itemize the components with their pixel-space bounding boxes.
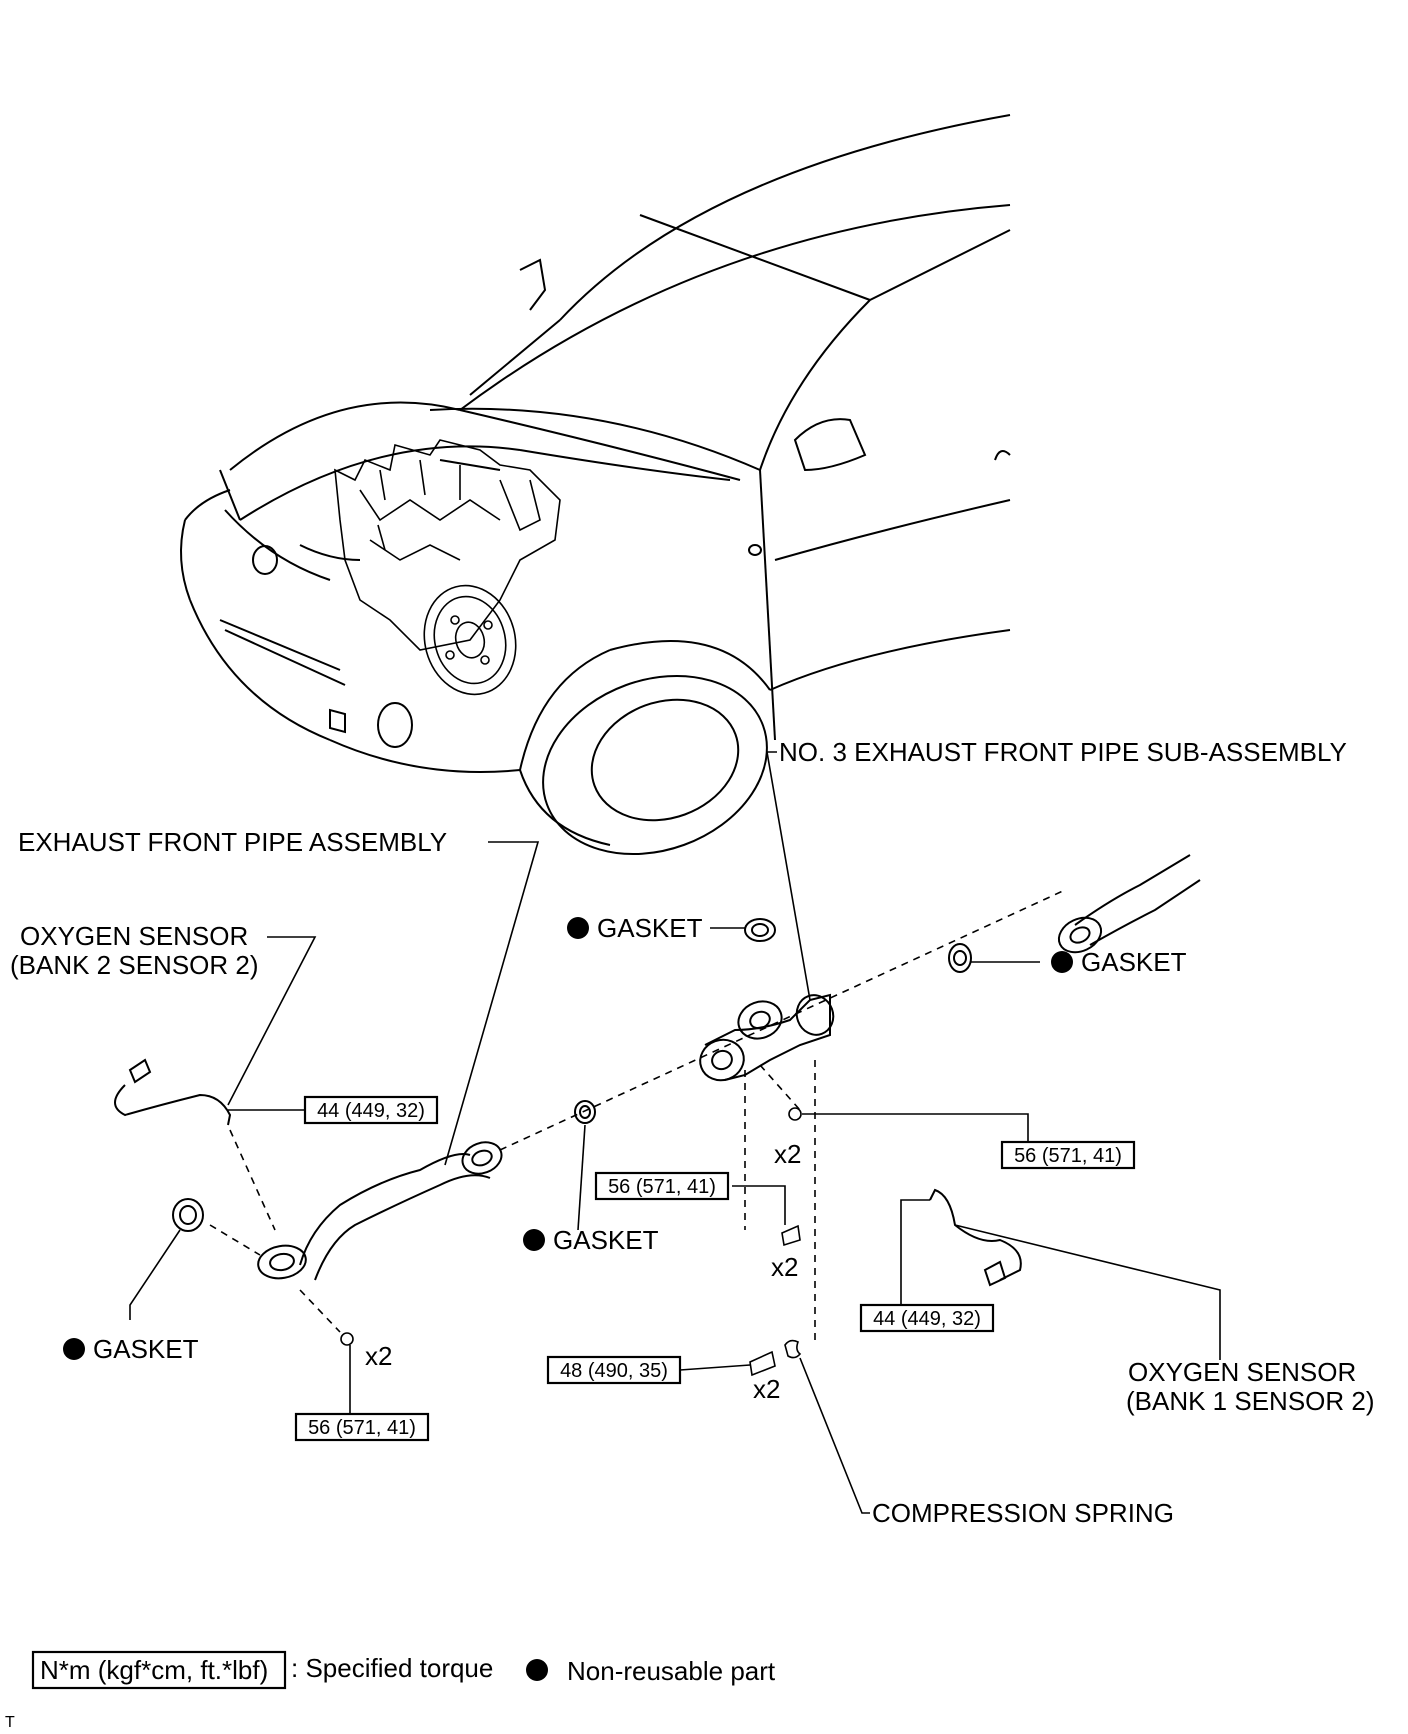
nonreusable-dot [63,1338,85,1360]
legend-nonreusable-text: Non-reusable part [567,1656,776,1686]
svg-text:56 (571, 41): 56 (571, 41) [1014,1145,1122,1167]
label-oxygen-sensor-bank1-sub: (BANK 1 SENSOR 2) [1126,1386,1375,1416]
label-gasket-right: GASKET [1081,947,1187,977]
nonreusable-dot [1051,951,1073,973]
gasket-rings [172,918,972,1232]
qty-nut-right: x2 [774,1139,801,1169]
torque-box-o2-bank1: 44 (449, 32) [859,1303,995,1333]
svg-text:44 (449, 32): 44 (449, 32) [873,1308,981,1330]
svg-text:56 (571, 41): 56 (571, 41) [308,1417,416,1439]
oxygen-sensor-bank1-part [929,1188,1022,1287]
legend-torque-unit: N*m (kgf*cm, ft.*lbf) [40,1655,268,1685]
oxygen-sensor-bank2-part [114,1058,232,1126]
nonreusable-dot [567,917,589,939]
label-gasket-top: GASKET [597,913,703,943]
torque-box-nut-left: 56 (571, 41) [294,1412,430,1442]
legend-nonreusable-dot [526,1659,548,1681]
legend-torque-text: : Specified torque [291,1653,493,1683]
leader-lines [129,751,1221,1514]
qty-nut-left: x2 [365,1341,392,1371]
label-no3-exhaust-front-pipe: NO. 3 EXHAUST FRONT PIPE SUB-ASSEMBLY [779,737,1347,767]
label-compression-spring: COMPRESSION SPRING [872,1498,1174,1528]
torque-box-bolt-center: 56 (571, 41) [594,1171,730,1201]
exhaust-front-pipe-part [257,1141,503,1281]
qty-bolt-center: x2 [771,1252,798,1282]
torque-box-nut-right: 56 (571, 41) [1000,1140,1136,1170]
svg-text:48 (490, 35): 48 (490, 35) [560,1360,668,1382]
torque-box-o2-bank2: 44 (449, 32) [303,1095,439,1125]
label-oxygen-sensor-bank2: OXYGEN SENSOR [20,921,248,951]
fasteners [340,1107,802,1377]
label-oxygen-sensor-bank1: OXYGEN SENSOR [1128,1357,1356,1387]
nonreusable-dot [523,1229,545,1251]
label-gasket-center: GASKET [553,1225,659,1255]
rear-pipe-part [1057,854,1201,954]
svg-text:56 (571, 41): 56 (571, 41) [608,1176,716,1198]
label-exhaust-front-pipe-assembly: EXHAUST FRONT PIPE ASSEMBLY [18,827,447,857]
legend-torque-box [31,1650,287,1690]
alignment-lines [209,889,1066,1340]
label-oxygen-sensor-bank2-sub: (BANK 2 SENSOR 2) [10,950,259,980]
svg-text:44 (449, 32): 44 (449, 32) [317,1100,425,1122]
legend: N*m (kgf*cm, ft.*lbf) : Specified torque… [31,1650,776,1690]
no3-front-pipe-part [699,993,835,1082]
label-gasket-left: GASKET [93,1334,199,1364]
vehicle-illustration [180,114,1011,856]
qty-spring-bolt: x2 [753,1374,780,1404]
torque-box-spring-bolt: 48 (490, 35) [546,1355,682,1385]
engine-block [334,439,561,696]
footer-mark: T [5,1714,15,1731]
